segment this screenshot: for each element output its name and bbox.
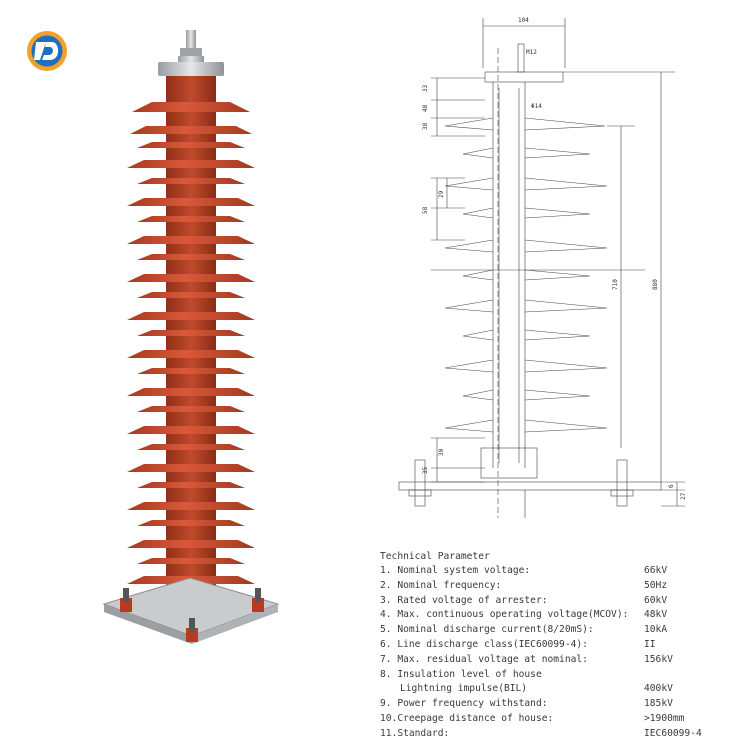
param-label: Lightning impulse(BIL) bbox=[400, 683, 528, 695]
dim-35: 35 bbox=[422, 466, 429, 474]
top-terminal-bolt bbox=[186, 30, 196, 60]
dim-bolt: M12 bbox=[526, 49, 537, 56]
param-row: 4. Max. continuous operating voltage(MCO… bbox=[380, 608, 740, 623]
base-bolts bbox=[120, 588, 264, 642]
param-label: 5. Nominal discharge current(8/20mS): bbox=[380, 624, 594, 636]
dim-hole: Φ14 bbox=[531, 103, 542, 110]
dim-38: 38 bbox=[422, 122, 429, 130]
param-row: 10.Creepage distance of house: >1900mm bbox=[380, 712, 740, 727]
param-value: II bbox=[644, 638, 656, 650]
param-row: 9. Power frequency withstand: 185kV bbox=[380, 697, 740, 712]
param-value: 10kA bbox=[644, 624, 668, 636]
surge-arrester-photo bbox=[102, 30, 280, 644]
param-label: 11.Standard: bbox=[380, 727, 450, 739]
param-value: 66kV bbox=[644, 565, 668, 576]
param-value: >1900mm bbox=[644, 712, 685, 724]
param-value: 60kV bbox=[644, 594, 668, 606]
dim-710: 710 bbox=[612, 279, 619, 290]
dim-58: 58 bbox=[422, 206, 429, 214]
top-cap bbox=[158, 62, 224, 76]
dim-29: 29 bbox=[438, 190, 445, 198]
housing-sheds bbox=[127, 102, 255, 584]
param-row: Lightning impulse(BIL) 400kV bbox=[380, 682, 740, 697]
param-row: 2. Nominal frequency: 50Hz bbox=[380, 579, 740, 594]
param-value: 400kV bbox=[644, 683, 673, 695]
param-value: 50Hz bbox=[644, 579, 668, 591]
param-label: 1. Nominal system voltage: bbox=[380, 565, 531, 576]
param-row: 5. Nominal discharge current(8/20mS): 10k… bbox=[380, 623, 740, 638]
param-value: 156kV bbox=[644, 653, 673, 665]
brand-logo bbox=[27, 31, 67, 71]
param-row: 11.Standard: IEC60099-4 bbox=[380, 727, 740, 742]
param-row: 1. Nominal system voltage: 66kV bbox=[380, 564, 740, 579]
technical-drawing: 104 M12 Φ14 33 48 38 29 58 710 880 30 35… bbox=[398, 17, 687, 518]
technical-parameters: Technical Parameter 1. Nominal system vo… bbox=[380, 549, 740, 742]
params-title: Technical Parameter bbox=[380, 551, 490, 562]
dim-27: 27 bbox=[680, 492, 687, 500]
dim-width-top: 104 bbox=[518, 17, 529, 24]
param-row: 8. Insulation level of house bbox=[380, 668, 740, 683]
param-row: 7. Max. residual voltage at nominal: 156k… bbox=[380, 653, 740, 668]
param-label: 6. Line discharge class(IEC60099-4): bbox=[380, 638, 588, 650]
param-label: 4. Max. continuous operating voltage(MCO… bbox=[380, 609, 629, 621]
param-value: IEC60099-4 bbox=[644, 727, 702, 739]
param-label: 8. Insulation level of house bbox=[380, 668, 542, 680]
param-value: 48kV bbox=[644, 609, 668, 621]
param-label: 7. Max. residual voltage at nominal: bbox=[380, 653, 588, 665]
dim-48: 48 bbox=[422, 104, 429, 112]
param-label: 10.Creepage distance of house: bbox=[380, 712, 554, 724]
param-value: 185kV bbox=[644, 698, 673, 710]
param-label: 2. Nominal frequency: bbox=[380, 579, 502, 591]
dim-30: 30 bbox=[438, 448, 445, 456]
param-label: 9. Power frequency withstand: bbox=[380, 698, 548, 710]
dim-6: 6 bbox=[668, 484, 675, 488]
param-label: 3. Rated voltage of arrester: bbox=[380, 594, 548, 606]
dim-880: 880 bbox=[652, 279, 659, 290]
dim-33: 33 bbox=[422, 84, 429, 92]
param-row: 3. Rated voltage of arrester: 60kV bbox=[380, 594, 740, 609]
param-row: 6. Line discharge class(IEC60099-4): II bbox=[380, 638, 740, 653]
